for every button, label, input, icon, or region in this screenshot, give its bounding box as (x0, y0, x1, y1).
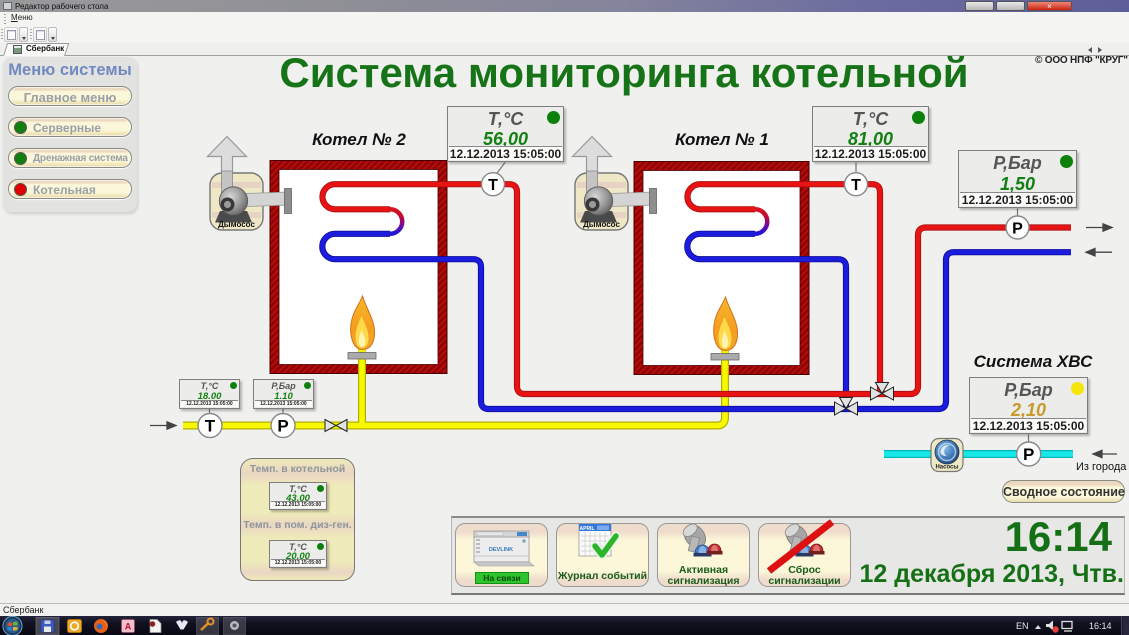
svg-text:Т: Т (205, 417, 216, 436)
svg-text:Т: Т (851, 177, 861, 194)
svg-text:Р: Р (277, 417, 288, 436)
svg-text:Р: Р (1023, 445, 1034, 464)
svg-text:DEVLINK: DEVLINK (489, 547, 513, 553)
svg-text:Насосы: Насосы (935, 465, 958, 471)
svg-text:A: A (125, 622, 132, 632)
svg-text:Т: Т (488, 177, 498, 194)
svg-text:APRIL: APRIL (580, 526, 595, 532)
svg-text:Р: Р (1012, 220, 1023, 237)
